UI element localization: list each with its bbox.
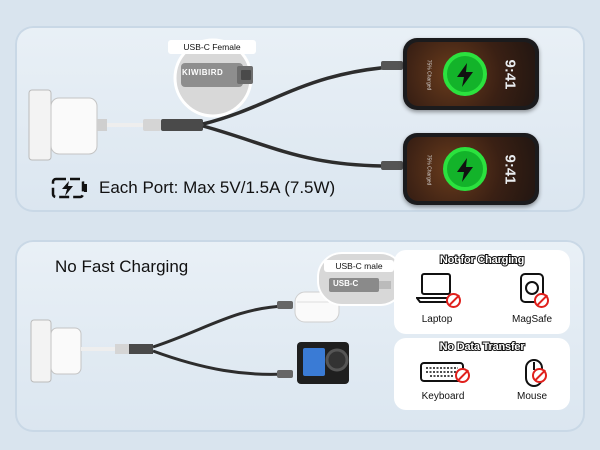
phone-time: 9:41 — [501, 154, 519, 185]
usb-c-female-callout: USB-C Female — [168, 40, 256, 54]
charging-ring — [443, 147, 487, 191]
top-panel: USB-C Female KIWIBIRD 9:41 75% Charged 9… — [15, 26, 585, 212]
prohibited-icon — [532, 368, 547, 383]
lightning-icon — [457, 63, 473, 87]
not-for-charging-card: Not for Charging Laptop MagSafe — [394, 250, 570, 334]
item-keyboard: Keyboard — [421, 391, 465, 402]
magsafe-icon — [520, 273, 544, 303]
cable-diagram-bottom — [30, 291, 349, 384]
item-laptop: Laptop — [421, 314, 453, 325]
item-magsafe: MagSafe — [511, 314, 553, 325]
card-title: No Data Transfer — [439, 340, 526, 354]
phone-bottom: 9:41 75% Charged — [403, 133, 539, 205]
prohibited-icon — [446, 293, 461, 308]
charge-status: 75% Charged — [425, 59, 432, 91]
charging-ring — [443, 52, 487, 96]
no-data-transfer-card: No Data Transfer Keyboard Mouse — [394, 338, 570, 410]
phone-time: 9:41 — [501, 59, 519, 90]
connector-text: USB-C — [333, 279, 359, 288]
prohibited-icon — [534, 293, 549, 308]
cable-diagram-top — [28, 38, 406, 170]
usb-c-male-callout: USB-C male — [324, 260, 394, 272]
lightning-icon — [457, 158, 473, 182]
brand-label: KIWIBIRD — [182, 68, 224, 77]
prohibited-icon — [455, 368, 470, 383]
battery-charge-icon — [51, 177, 87, 199]
charge-status: 75% Charged — [425, 154, 432, 186]
no-fast-charging-heading: No Fast Charging — [55, 257, 189, 276]
bottom-panel: No Fast Charging USB-C USB-C male Not fo… — [15, 240, 585, 432]
card-title: Not for Charging — [439, 253, 525, 267]
port-spec: Each Port: Max 5V/1.5A (7.5W) — [99, 178, 336, 197]
item-mouse: Mouse — [516, 391, 547, 402]
phone-top: 9:41 75% Charged — [403, 38, 539, 110]
